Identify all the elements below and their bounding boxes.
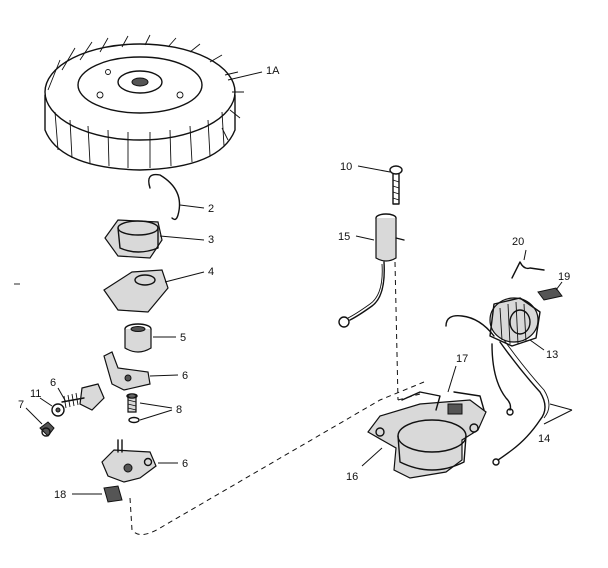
leader-line-2	[179, 204, 205, 209]
wire-clip-part	[511, 261, 545, 279]
leader-line-10	[357, 165, 391, 173]
label-20: 20	[512, 236, 524, 248]
breaker-housing-part	[367, 391, 487, 479]
label-11: 11	[30, 388, 41, 400]
label-19: 19	[558, 271, 570, 283]
connector-dashed-line	[129, 381, 425, 535]
leader-line-16	[361, 447, 383, 467]
leader-line-6a	[149, 374, 179, 377]
flywheel-part	[44, 34, 244, 171]
leader-line-1a	[227, 71, 263, 81]
leader-line-8	[25, 407, 43, 425]
leader-line-19	[555, 281, 563, 291]
label-1a: 1A	[266, 65, 280, 77]
spring-clip-part	[148, 173, 181, 221]
label-3: 3	[208, 234, 214, 246]
leader-line-14	[543, 403, 573, 425]
coil-part	[489, 297, 541, 347]
label-5: 5	[180, 332, 186, 344]
leader-line-7	[57, 387, 67, 403]
label-17: 17	[456, 353, 468, 365]
block-part	[103, 485, 123, 503]
label-2: 2	[208, 203, 214, 215]
leader-line-4	[164, 271, 205, 283]
screw-part-10	[389, 165, 403, 205]
label-9: 8	[176, 404, 182, 416]
connector-dashed-line-vertical	[394, 261, 421, 401]
leader-line-17	[447, 365, 457, 393]
screen-plate-part	[103, 269, 169, 313]
label-18: 18	[54, 489, 66, 501]
leader-line-13	[529, 339, 545, 351]
label-7: 6	[50, 377, 56, 389]
leader-line-9	[139, 402, 173, 421]
bushing-part	[124, 323, 152, 353]
leader-line-3	[159, 235, 205, 241]
label-8: 7	[18, 399, 24, 411]
label-13: 13	[546, 349, 558, 361]
leader-line-20	[523, 249, 527, 261]
screws-part	[126, 393, 140, 424]
small-plate-part	[537, 287, 563, 301]
label-10: 10	[340, 161, 352, 173]
adjuster-assembly-part	[39, 383, 105, 437]
label-6-lower: 6	[182, 458, 188, 470]
condenser-part	[338, 213, 405, 328]
starter-cup-part	[104, 219, 163, 259]
label-6-upper: 6	[182, 370, 188, 382]
leads-part	[445, 315, 550, 466]
leader-line-11	[39, 397, 53, 407]
label-16: 16	[346, 471, 358, 483]
label-15: 15	[338, 231, 350, 243]
label-4: 4	[208, 266, 214, 278]
leader-line-15	[355, 235, 375, 241]
bracket-lower-part	[101, 439, 157, 483]
label-14: 14	[538, 433, 550, 445]
bracket-upper-part	[103, 351, 151, 391]
